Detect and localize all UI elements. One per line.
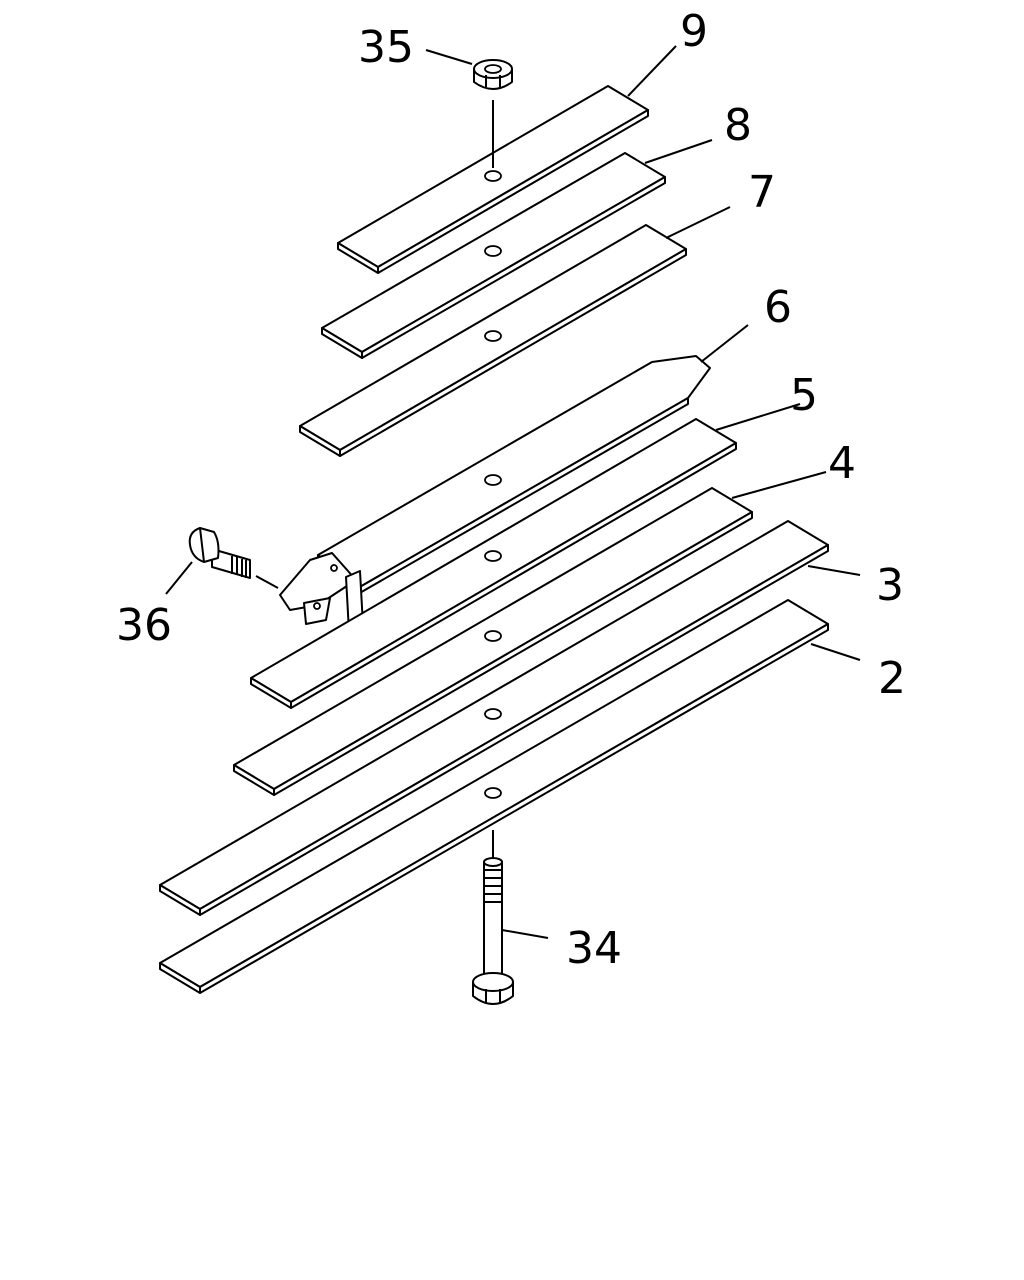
screw-36 bbox=[188, 527, 279, 589]
leaf-7 bbox=[299, 224, 687, 457]
leaf-2 bbox=[159, 599, 829, 994]
leaf-5 bbox=[250, 418, 737, 709]
callout-35: 35 bbox=[358, 22, 414, 73]
callout-2: 2 bbox=[878, 653, 906, 704]
callout-8: 8 bbox=[724, 100, 752, 151]
callout-9: 9 bbox=[680, 6, 708, 57]
callout-34: 34 bbox=[566, 923, 622, 974]
leaf-8 bbox=[321, 152, 666, 359]
callout-7: 7 bbox=[748, 167, 776, 218]
callout-5: 5 bbox=[790, 370, 818, 421]
bolt-34 bbox=[472, 830, 514, 1005]
leaf-6 bbox=[279, 355, 711, 651]
callout-6: 6 bbox=[764, 282, 792, 333]
leaf-3 bbox=[159, 520, 829, 916]
leaf-4 bbox=[233, 487, 753, 796]
leader-lines bbox=[165, 45, 861, 939]
callout-4: 4 bbox=[828, 438, 856, 489]
callout-labels: 9 8 7 6 5 4 3 2 34 35 36 bbox=[116, 6, 906, 974]
nut-35 bbox=[473, 59, 513, 168]
leaf-9 bbox=[337, 85, 649, 274]
callout-36: 36 bbox=[116, 600, 172, 651]
callout-3: 3 bbox=[876, 560, 904, 611]
